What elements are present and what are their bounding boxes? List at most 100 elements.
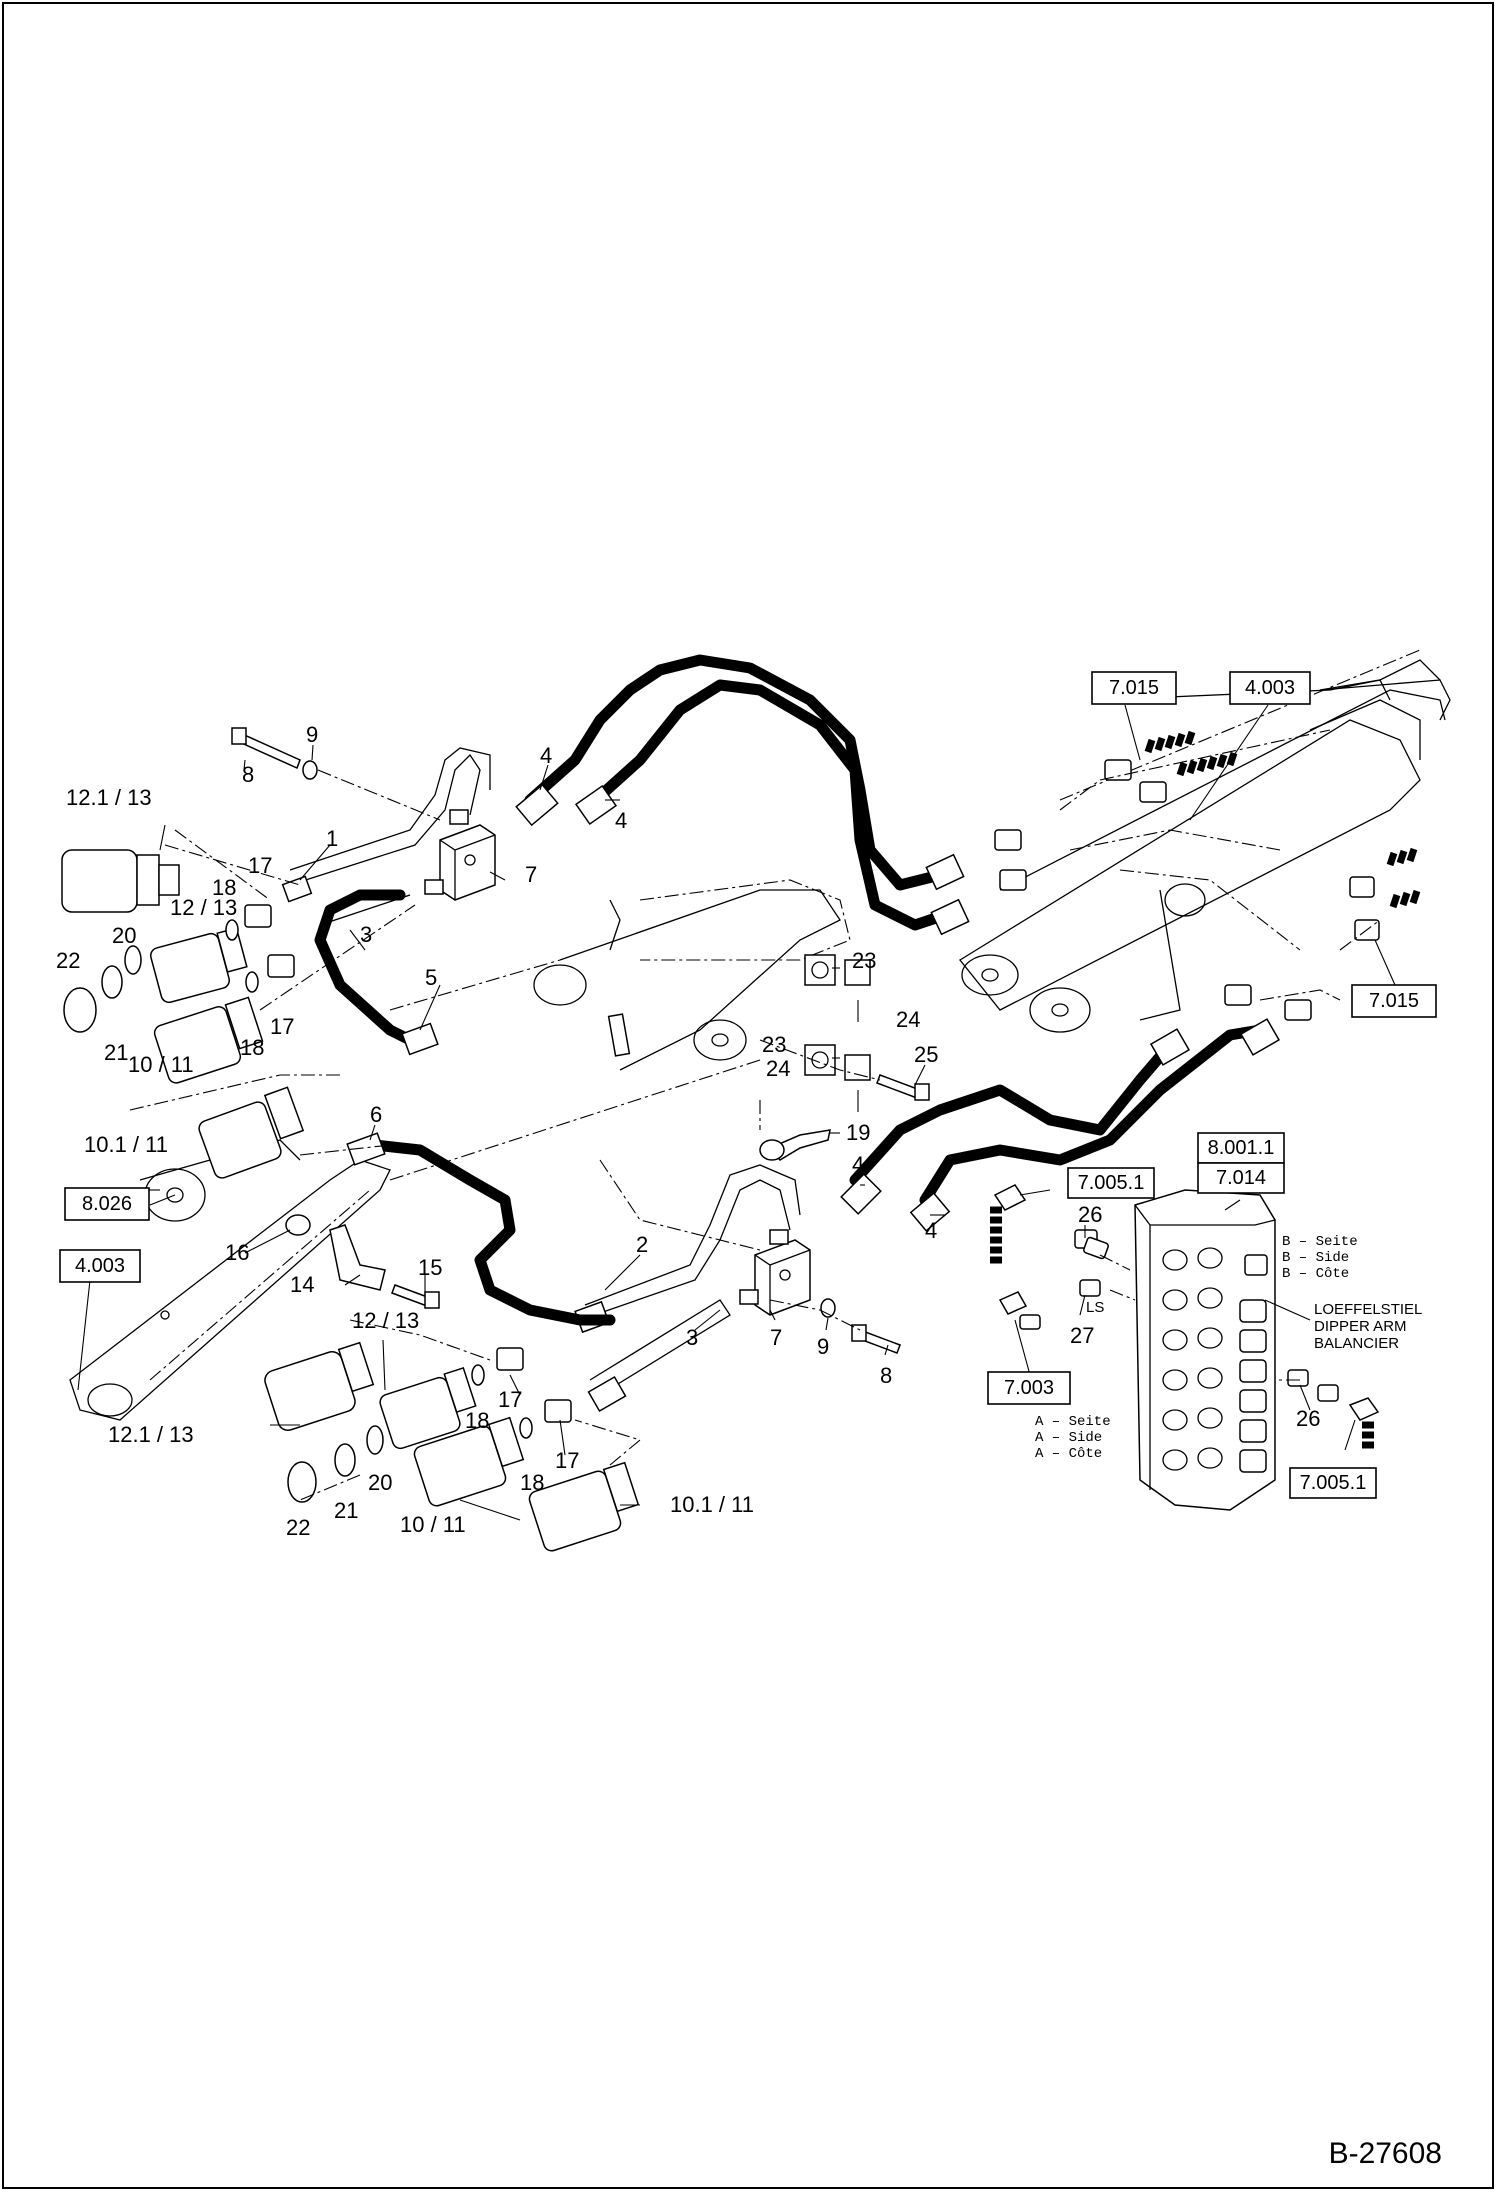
callout-21: 21 xyxy=(334,1498,358,1523)
ref-box-7015-top: 7.015 xyxy=(1091,671,1177,705)
svg-text:4.003: 4.003 xyxy=(1245,677,1295,699)
callout-20: 20 xyxy=(368,1470,392,1495)
callout-9: 9 xyxy=(817,1334,829,1359)
callout-7: 7 xyxy=(525,862,537,887)
valve-block-upper xyxy=(424,809,496,901)
callout-19: 19 xyxy=(846,1120,870,1145)
callout-10-11: 10 / 11 xyxy=(400,1512,466,1537)
svg-text:A – Côte: A – Côte xyxy=(1035,1446,1102,1462)
ref-box-7003: 7.003 xyxy=(987,1371,1071,1405)
svg-text:7.005.1: 7.005.1 xyxy=(1078,1172,1145,1194)
nut-16 xyxy=(285,1214,311,1236)
callout-7: 7 xyxy=(770,1325,782,1350)
callout-4: 4 xyxy=(540,743,552,768)
callout-17: 17 xyxy=(498,1387,522,1412)
coupling-10-1-upper xyxy=(198,1086,305,1179)
plate-upper xyxy=(607,1013,631,1057)
svg-text:7.014: 7.014 xyxy=(1216,1167,1266,1189)
control-valve-block xyxy=(1134,1189,1276,1511)
coupling-10-upper xyxy=(153,996,264,1084)
fittings-17-18-upper xyxy=(63,904,295,1033)
callout-4: 4 xyxy=(852,1152,864,1177)
bolt-8-lower xyxy=(851,1324,901,1354)
callout-12-13: 12 / 13 xyxy=(352,1308,419,1333)
side-a-note: A – Seite A – Side A – Côte xyxy=(1035,1414,1111,1462)
boom-outline xyxy=(389,879,851,1181)
ref-box-4003-left: 4.003 xyxy=(59,1249,141,1283)
ref-box-4003-top: 4.003 xyxy=(1229,671,1311,705)
svg-text:A – Side: A – Side xyxy=(1035,1430,1102,1446)
callout-18: 18 xyxy=(465,1408,489,1433)
ref-box-7015-right: 7.015 xyxy=(1351,984,1437,1018)
svg-text:7.003: 7.003 xyxy=(1004,1377,1054,1399)
callout-24: 24 xyxy=(896,1007,920,1032)
callout-8: 8 xyxy=(242,762,254,787)
rigid-pipe-1 xyxy=(281,747,491,903)
callout-9: 9 xyxy=(306,722,318,747)
callout-17: 17 xyxy=(555,1448,579,1473)
callout-23: 23 xyxy=(762,1032,786,1057)
svg-text:7.015: 7.015 xyxy=(1109,677,1159,699)
callout-16: 16 xyxy=(225,1240,249,1265)
ref-box-8026: 8.026 xyxy=(64,1187,150,1221)
svg-text:B – Side: B – Side xyxy=(1282,1250,1349,1266)
dipper-arm-note: LOEFFELSTIEL DIPPER ARM BALANCIER xyxy=(1314,1301,1422,1352)
hose-break-marks xyxy=(990,730,1421,1449)
hose-fittings xyxy=(346,783,1281,1232)
bracket-14 xyxy=(329,1224,386,1291)
svg-text:B – Côte: B – Côte xyxy=(1282,1266,1349,1282)
callout-27: 27 xyxy=(1070,1323,1094,1348)
coupling-10-1-lower xyxy=(528,1461,640,1552)
callout-ls: LS xyxy=(1086,1299,1104,1316)
callout-18: 18 xyxy=(212,875,236,900)
callout-3: 3 xyxy=(360,922,372,947)
coupling-10-lower xyxy=(413,1416,525,1507)
callout-26: 26 xyxy=(1296,1406,1320,1431)
clamp-23-24 xyxy=(804,954,871,1081)
coupling-12-1-lower xyxy=(264,1341,375,1431)
ref-box-7014: 7.014 xyxy=(1197,1162,1285,1194)
callout-5: 5 xyxy=(425,965,437,990)
callout-3: 3 xyxy=(686,1325,698,1350)
callout-12-1-13: 12.1 / 13 xyxy=(108,1422,194,1447)
callout-10-1-11: 10.1 / 11 xyxy=(84,1132,168,1157)
fittings-17-18-lower xyxy=(287,1347,572,1503)
callout-26: 26 xyxy=(1078,1202,1102,1227)
callout-18: 18 xyxy=(240,1035,264,1060)
valve-fittings-26-27 xyxy=(993,1184,1380,1421)
callout-2: 2 xyxy=(636,1232,648,1257)
assembly-lines xyxy=(129,729,1381,1501)
callout-15: 15 xyxy=(418,1255,442,1280)
side-b-note: B – Seite B – Side B – Côte xyxy=(1282,1234,1358,1282)
callout-17: 17 xyxy=(248,853,272,878)
coupling-12-lower xyxy=(379,1366,477,1450)
callout-22: 22 xyxy=(56,948,80,973)
ref-box-8001-1: 8.001.1 xyxy=(1197,1132,1285,1164)
dipper-arm-outline xyxy=(959,649,1451,1033)
callout-18: 18 xyxy=(520,1470,544,1495)
callout-4: 4 xyxy=(925,1218,937,1243)
svg-text:DIPPER ARM: DIPPER ARM xyxy=(1314,1318,1407,1335)
callout-22: 22 xyxy=(286,1515,310,1540)
svg-text:LOEFFELSTIEL: LOEFFELSTIEL xyxy=(1314,1301,1422,1318)
right-fittings-7015 xyxy=(994,759,1380,1021)
ref-box-7005-1-top: 7.005.1 xyxy=(1067,1167,1155,1199)
callout-25: 25 xyxy=(914,1042,938,1067)
callout-20: 20 xyxy=(112,923,136,948)
callout-10-1-11: 10.1 / 11 xyxy=(670,1492,754,1517)
svg-text:8.026: 8.026 xyxy=(82,1193,132,1215)
callout-14: 14 xyxy=(290,1272,314,1297)
valve-block-lower xyxy=(739,1229,811,1316)
svg-text:8.001.1: 8.001.1 xyxy=(1208,1137,1275,1159)
leader-lines xyxy=(77,704,1396,1521)
coupling-12-1-upper xyxy=(61,849,180,913)
callout-12-13: 12 / 13 xyxy=(170,895,237,920)
callout-labels: 1 2 3 3 4 4 4 4 5 6 7 7 8 8 9 9 10 / 11 … xyxy=(56,722,1320,1540)
callout-10-11: 10 / 11 xyxy=(128,1052,194,1077)
svg-text:7.015: 7.015 xyxy=(1369,990,1419,1012)
callout-6: 6 xyxy=(370,1102,382,1127)
callout-24: 24 xyxy=(766,1056,790,1081)
callout-12-1-13: 12.1 / 13 xyxy=(66,785,152,810)
